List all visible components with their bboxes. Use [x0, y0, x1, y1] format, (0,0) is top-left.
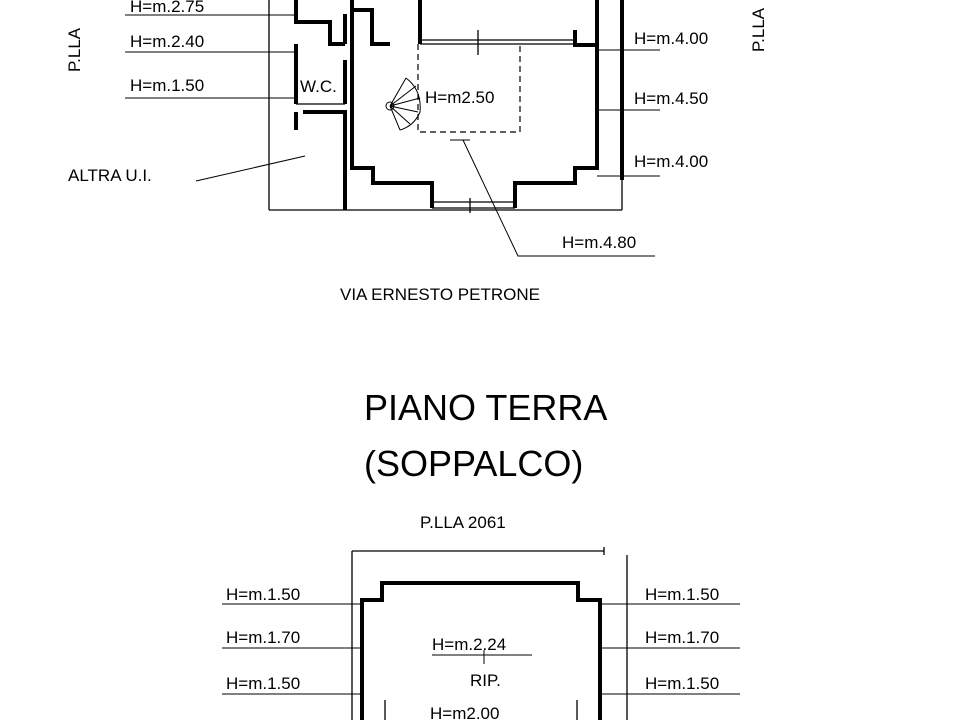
- upper-main-walls: [294, 0, 624, 213]
- neighbor-unit-label: ALTRA U.I.: [68, 166, 152, 185]
- front-height-label: H=m.4.80: [562, 233, 636, 252]
- lower-height-right-2: H=m.1.70: [645, 628, 719, 647]
- lower-height-left-2: H=m.1.70: [226, 628, 300, 647]
- upper-height-left-3: H=m.1.50: [130, 76, 204, 95]
- upper-height-right-2: H=m.4.50: [634, 89, 708, 108]
- street-label: VIA ERNESTO PETRONE: [340, 285, 540, 304]
- parcel-label: P.LLA 2061: [420, 513, 506, 532]
- lower-parcel-outline: [351, 547, 628, 720]
- lower-height-right-1: H=m.1.50: [645, 585, 719, 604]
- lower-center-height: H=m.2.24: [432, 635, 506, 654]
- upper-height-right-3: H=m.4.00: [634, 152, 708, 171]
- spiral-stair-icon: [385, 77, 421, 131]
- upper-height-right-1: H=m.4.00: [634, 29, 708, 48]
- upper-side-label-left: P.LLA: [65, 27, 84, 72]
- floor-title-line-2: (SOPPALCO): [364, 443, 583, 484]
- upper-height-left-2: H=m.2.40: [130, 32, 204, 51]
- lower-height-left-1: H=m.1.50: [226, 585, 300, 604]
- wc-label: W.C.: [300, 77, 337, 96]
- lower-room-walls: [360, 581, 602, 720]
- lower-leader-lines: [222, 603, 740, 695]
- lower-height-right-3: H=m.1.50: [645, 674, 719, 693]
- lower-height-left-3: H=m.1.50: [226, 674, 300, 693]
- floor-title-line-1: PIANO TERRA: [364, 387, 607, 428]
- upper-side-label-right: P.LLA: [749, 7, 768, 52]
- stair-height-label: H=m2.50: [425, 88, 494, 107]
- storage-label: RIP.: [470, 671, 501, 690]
- upper-leader-lines: [125, 14, 660, 257]
- upper-mezzanine-outline: [417, 44, 521, 141]
- upper-height-left-1: H=m.2.75: [130, 0, 204, 16]
- lower-bottom-height: H=m2.00: [430, 704, 499, 720]
